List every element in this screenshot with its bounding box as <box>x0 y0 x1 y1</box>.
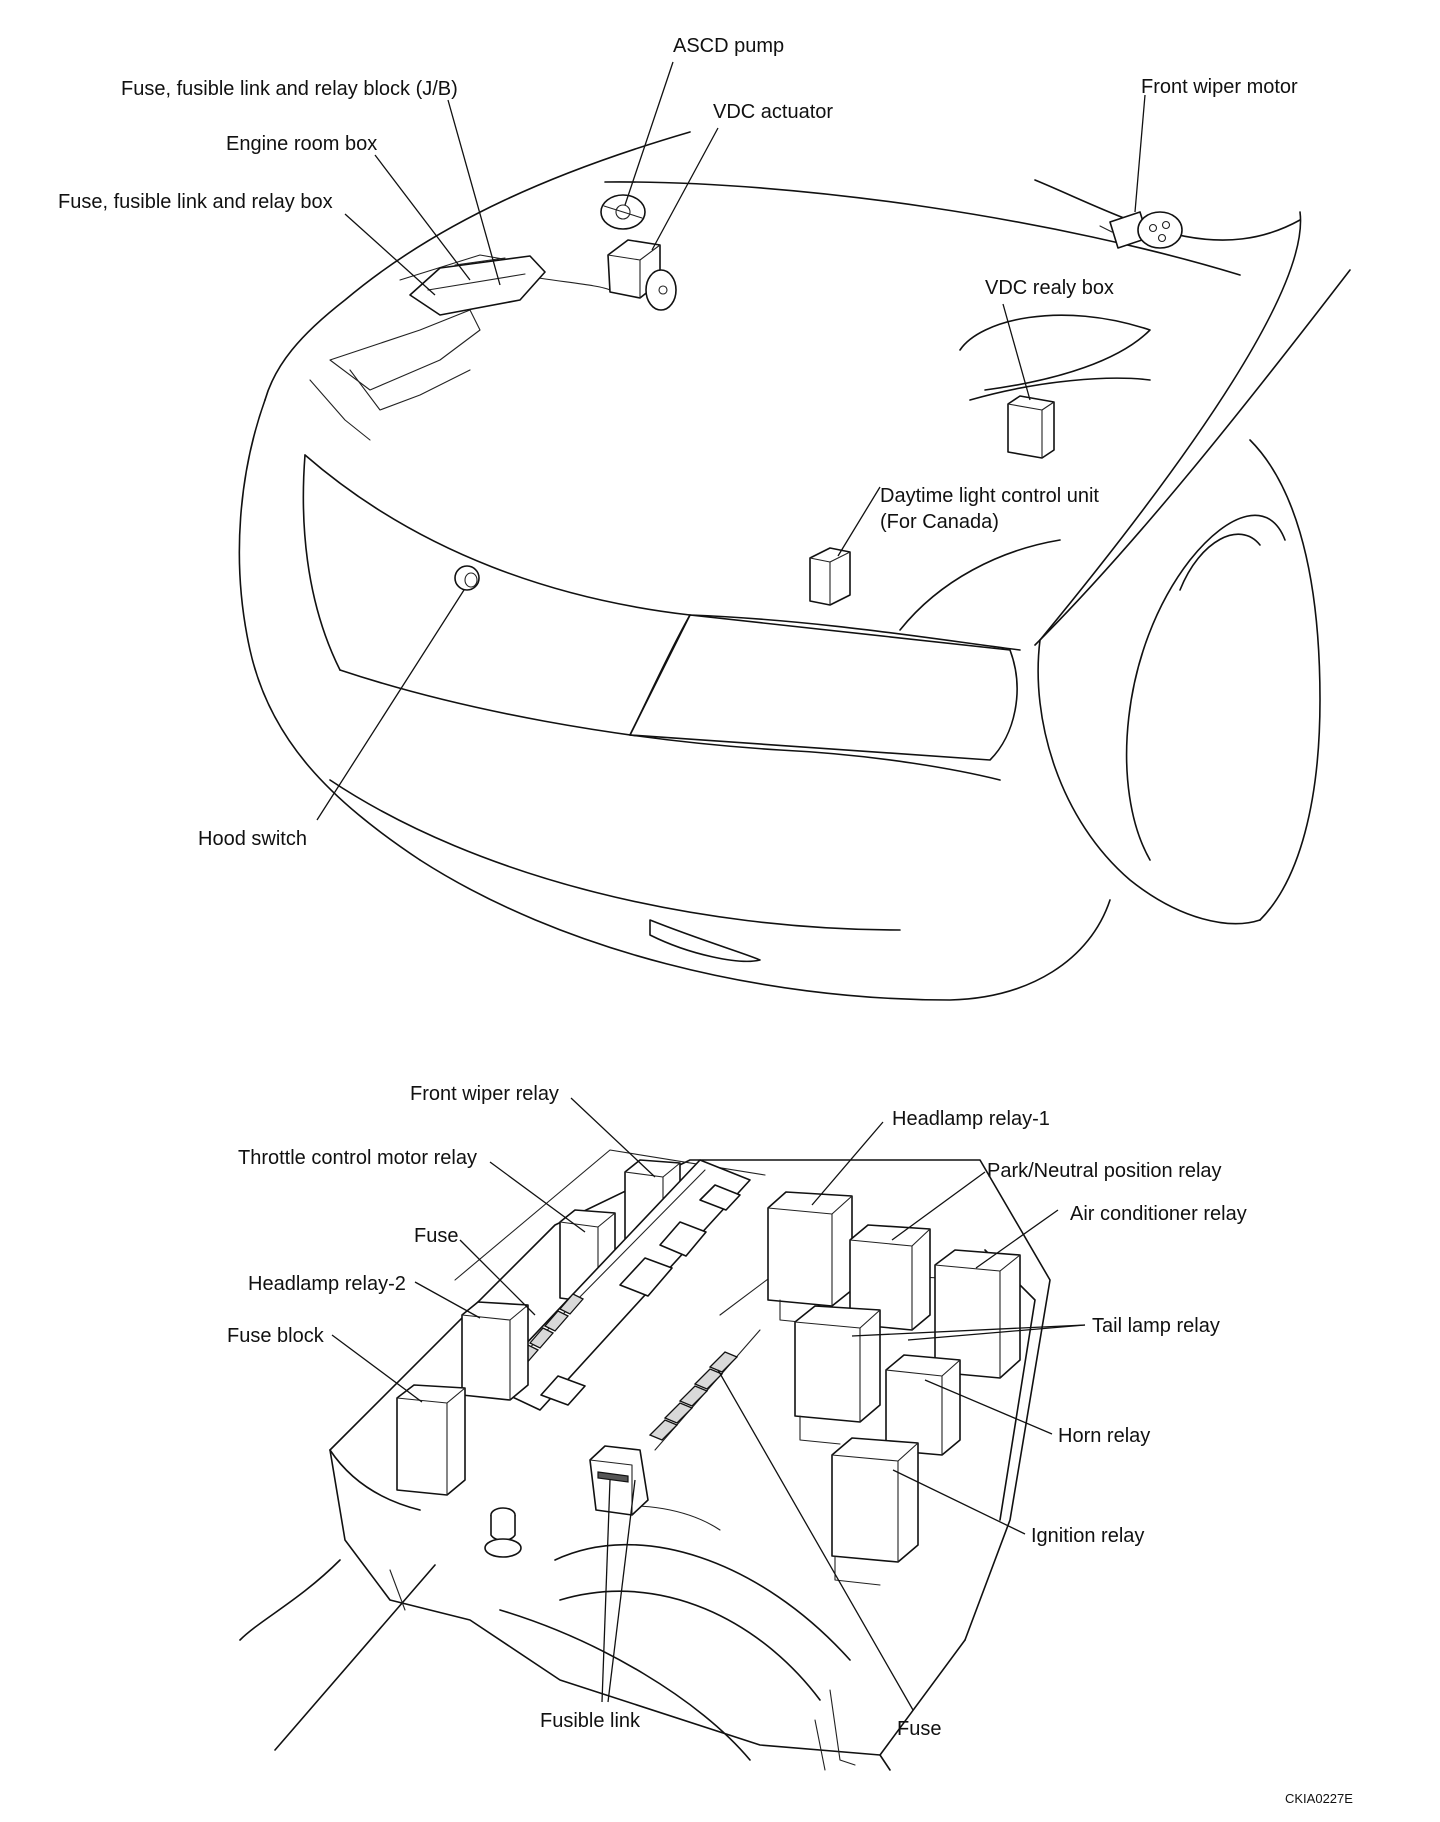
tail-lamp-relay-part <box>794 1305 881 1445</box>
label-ignition-relay: Ignition relay <box>1031 1525 1144 1547</box>
ignition-relay-part <box>831 1437 919 1586</box>
top-callout-labels: ASCD pump Fuse, fusible link and relay b… <box>58 35 1298 850</box>
label-headlamp-relay-2: Headlamp relay-2 <box>248 1273 406 1295</box>
horn-relay-part <box>885 1354 961 1456</box>
headlamp-relay-1-part <box>767 1191 853 1325</box>
ascd-pump-part <box>600 194 646 230</box>
label-vdc-realy-box: VDC realy box <box>985 277 1114 299</box>
figure-code: CKIA0227E <box>1285 1791 1353 1806</box>
bottom-callout-labels: Front wiper relay Headlamp relay-1 Throt… <box>227 1083 1353 1806</box>
vdc-relay-box-part <box>1007 395 1055 459</box>
label-hood-switch: Hood switch <box>198 828 307 850</box>
label-fusible-link: Fusible link <box>540 1710 641 1732</box>
label-fuse-top: Fuse <box>414 1225 458 1247</box>
headlamp-relay-2-part <box>461 1301 529 1401</box>
label-tail-lamp-relay: Tail lamp relay <box>1092 1315 1220 1337</box>
label-front-wiper-motor: Front wiper motor <box>1141 76 1298 98</box>
label-for-canada: (For Canada) <box>880 511 999 533</box>
label-daytime-light-control-unit: Daytime light control unit <box>880 485 1099 507</box>
engine-room-box-detail-drawing <box>239 1149 1051 1771</box>
label-fuse-bottom: Fuse <box>897 1718 941 1740</box>
bottom-leader-lines <box>331 1097 1086 1711</box>
label-fuse-relay-block-jb: Fuse, fusible link and relay block (J/B) <box>121 78 458 100</box>
label-throttle-control-motor-relay: Throttle control motor relay <box>238 1147 477 1169</box>
fuse-strip-top <box>486 1159 751 1411</box>
fuse-column-bottom <box>648 1351 739 1441</box>
label-vdc-actuator: VDC actuator <box>713 101 833 123</box>
top-leader-lines <box>316 61 1146 821</box>
engine-room-box <box>409 255 546 316</box>
front-wiper-motor-part <box>1099 211 1183 249</box>
fusible-link-part <box>589 1445 649 1516</box>
label-front-wiper-relay: Front wiper relay <box>410 1083 559 1105</box>
park-neutral-position-relay-part <box>849 1224 931 1331</box>
label-ascd-pump: ASCD pump <box>673 35 784 57</box>
label-air-conditioner-relay: Air conditioner relay <box>1070 1203 1247 1225</box>
label-horn-relay: Horn relay <box>1058 1425 1150 1447</box>
label-headlamp-relay-1: Headlamp relay-1 <box>892 1108 1050 1130</box>
daytime-light-control-unit-part <box>809 547 851 606</box>
label-park-neutral-position-relay: Park/Neutral position relay <box>987 1160 1222 1182</box>
fuse-block-part <box>396 1384 466 1496</box>
vdc-actuator-part <box>607 239 677 311</box>
hood-switch-part <box>454 565 480 591</box>
vehicle-front-drawing <box>238 131 1351 1001</box>
ground-bolt <box>484 1507 522 1558</box>
label-fuse-relay-box: Fuse, fusible link and relay box <box>58 191 333 213</box>
label-fuse-block: Fuse block <box>227 1325 325 1347</box>
label-engine-room-box: Engine room box <box>226 133 377 155</box>
